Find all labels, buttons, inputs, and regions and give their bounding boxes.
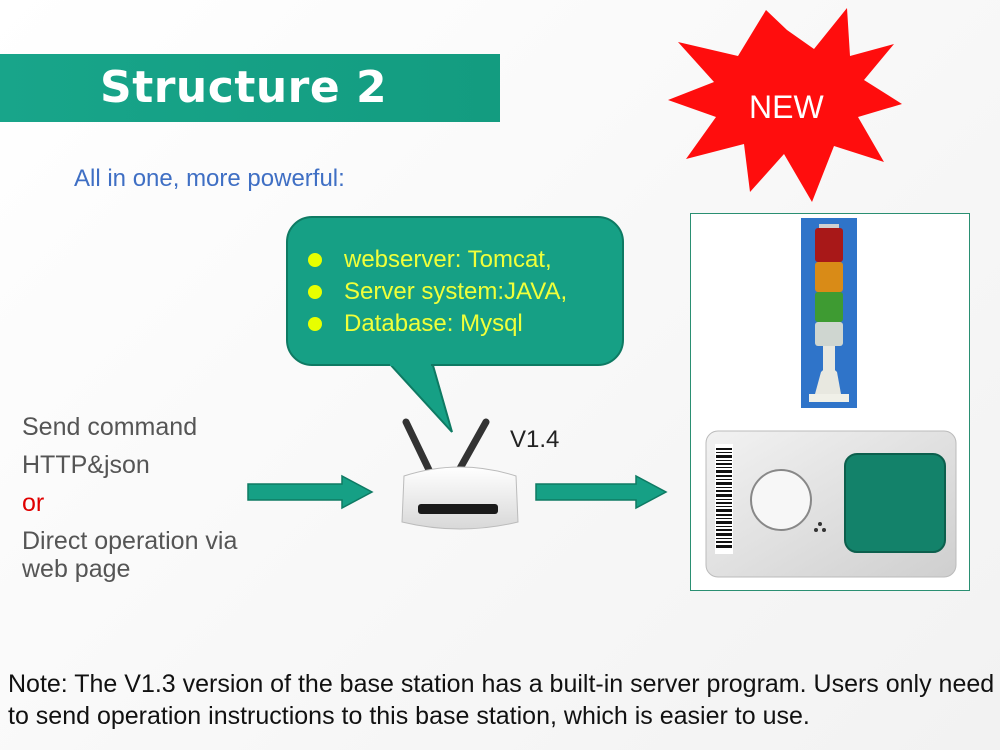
base-station-icon	[705, 430, 957, 578]
new-badge: NEW	[749, 89, 824, 125]
list-item: Database: Mysql	[308, 308, 567, 340]
bubble-seam	[390, 360, 431, 366]
feature-list: webserver: Tomcat, Server system:JAVA, D…	[308, 244, 567, 340]
direct-operation-text: Direct operation via	[22, 527, 238, 555]
right-arrow-icon	[247, 474, 374, 510]
device-image	[690, 213, 970, 591]
starburst-icon	[668, 8, 902, 202]
subtitle: All in one, more powerful:	[74, 165, 345, 192]
feature-server-system: Server system:JAVA,	[344, 278, 568, 305]
push-button-icon	[750, 469, 812, 531]
feature-database: Database: Mysql	[344, 310, 523, 337]
title-band	[0, 54, 500, 122]
page-title: Structure 2	[100, 62, 388, 113]
send-command-text: Send command	[22, 413, 198, 441]
barcode-icon	[715, 444, 733, 554]
feature-webserver: webserver: Tomcat,	[344, 246, 552, 273]
bullet-icon	[308, 253, 322, 267]
http-json-text: HTTP&json	[22, 451, 150, 479]
bullet-icon	[308, 317, 322, 331]
or-text: or	[22, 489, 45, 517]
note-text: Note: The V1.3 version of the base stati…	[8, 670, 995, 730]
bullet-icon	[308, 285, 322, 299]
list-item: webserver: Tomcat,	[308, 244, 567, 276]
router-icon	[401, 418, 519, 530]
tower-light-icon	[801, 218, 857, 408]
web-page-text: web page	[22, 555, 131, 583]
version-label: V1.4	[510, 426, 560, 453]
feature-bubble: webserver: Tomcat, Server system:JAVA, D…	[286, 216, 624, 366]
right-arrow-icon	[535, 474, 668, 510]
list-item: Server system:JAVA,	[308, 276, 567, 308]
